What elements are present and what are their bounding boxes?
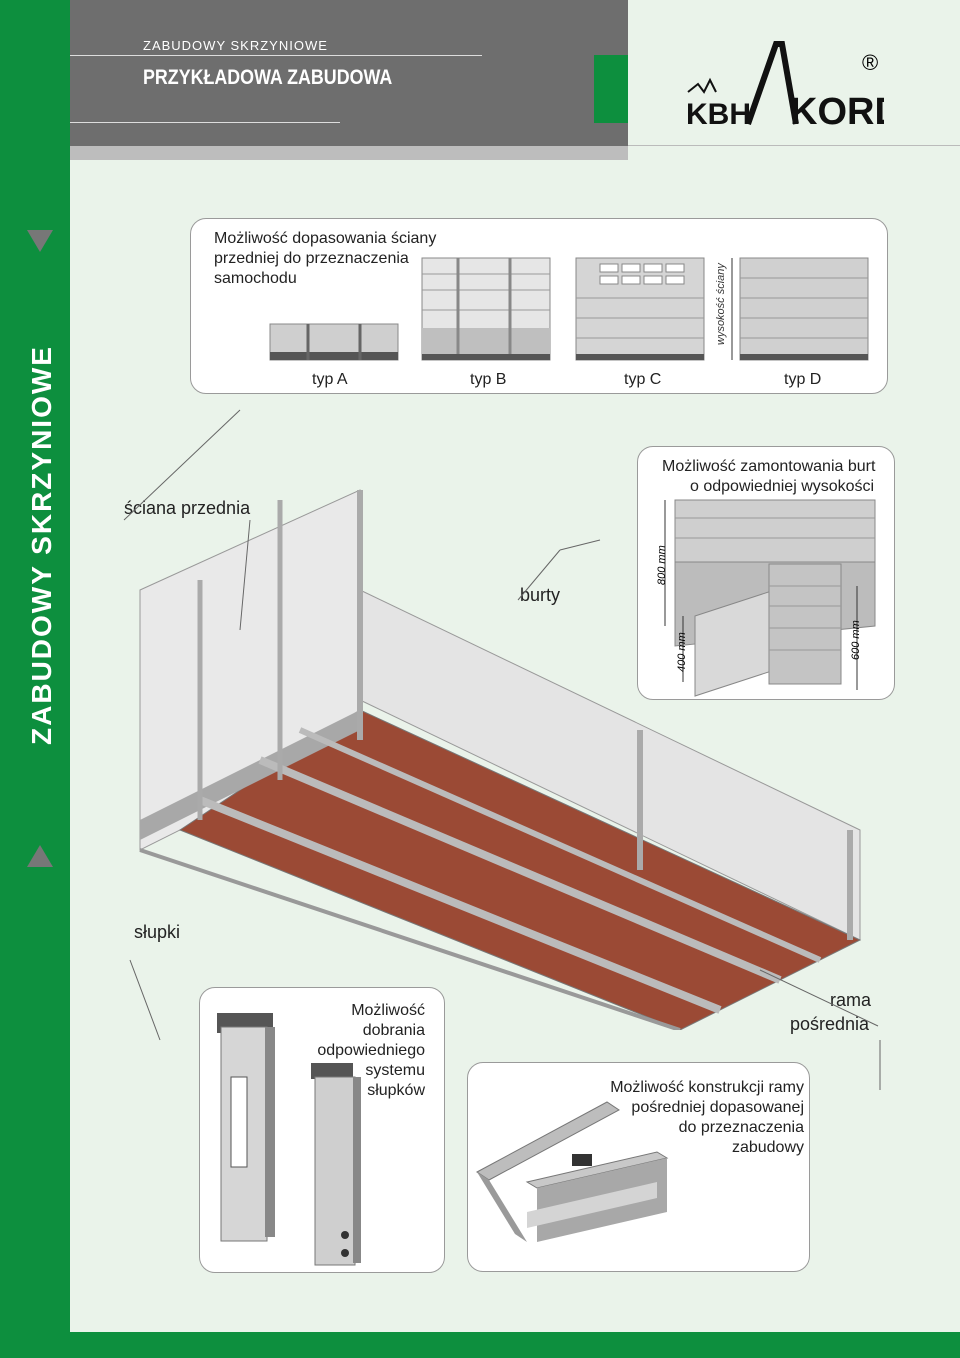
sides-label: burty [520, 585, 561, 605]
type-c-label: typ C [624, 371, 662, 388]
triangle-down-icon [27, 230, 53, 252]
frame-caption: Możliwość konstrukcji ramy pośredniej do… [610, 1079, 804, 1156]
frame-label-2: pośrednia [790, 1014, 870, 1034]
page-title: PRZYKŁADOWA ZABUDOWA [143, 66, 393, 89]
posts-label: słupki [134, 922, 181, 942]
type-a-wall [269, 323, 399, 361]
sidebar-title: ZABUDOWY SKRZYNIOWE [26, 345, 57, 745]
side-walls-caption-2: o odpowiedniej wysokości [690, 478, 875, 495]
type-b-wall [421, 257, 551, 361]
header-block [70, 0, 628, 160]
header-rule [70, 55, 482, 56]
bottom-green-bar [0, 1332, 960, 1358]
header-underline [70, 146, 628, 160]
posts-drawing [217, 1013, 361, 1266]
side-green-bar [0, 0, 70, 1340]
side-walls-caption-1: Możliwość zamontowania burt [662, 458, 876, 475]
type-d-label: typ D [784, 371, 822, 388]
company-logo: KBH KORD [684, 40, 902, 135]
type-c-wall [575, 257, 705, 361]
truck-body-drawing [139, 489, 862, 1030]
type-b-label: typ B [470, 371, 507, 388]
arrow-icon [129, 959, 161, 1041]
posts-caption: Możliwość dobrania odpowiedniego systemu… [317, 1002, 425, 1099]
triangle-up-icon [27, 845, 53, 867]
header-rule [70, 122, 340, 123]
wall-height-label: wysokość ściany [715, 263, 727, 345]
type-d-wall [731, 257, 869, 361]
side-walls-drawing [664, 499, 876, 697]
logo-text: KORD [790, 91, 884, 130]
front-wall-caption: Możliwość dopasowania ściany przedniej d… [214, 230, 437, 287]
front-wall-label: ściana przednia [124, 498, 251, 518]
callout-arrows [123, 409, 881, 1090]
arrow-icon [559, 539, 601, 551]
header-rule [628, 145, 960, 146]
registered-mark: ® [862, 50, 879, 75]
type-a-label: typ A [312, 371, 348, 388]
frame-drawing [476, 1101, 669, 1242]
header-category: ZABUDOWY SKRZYNIOWE [143, 38, 328, 53]
header-accent [594, 55, 628, 123]
svg-text:KBH: KBH [686, 98, 751, 130]
arrow-icon [123, 409, 241, 521]
front-wall-types-drawing [269, 257, 869, 361]
frame-label-1: rama [830, 990, 872, 1010]
